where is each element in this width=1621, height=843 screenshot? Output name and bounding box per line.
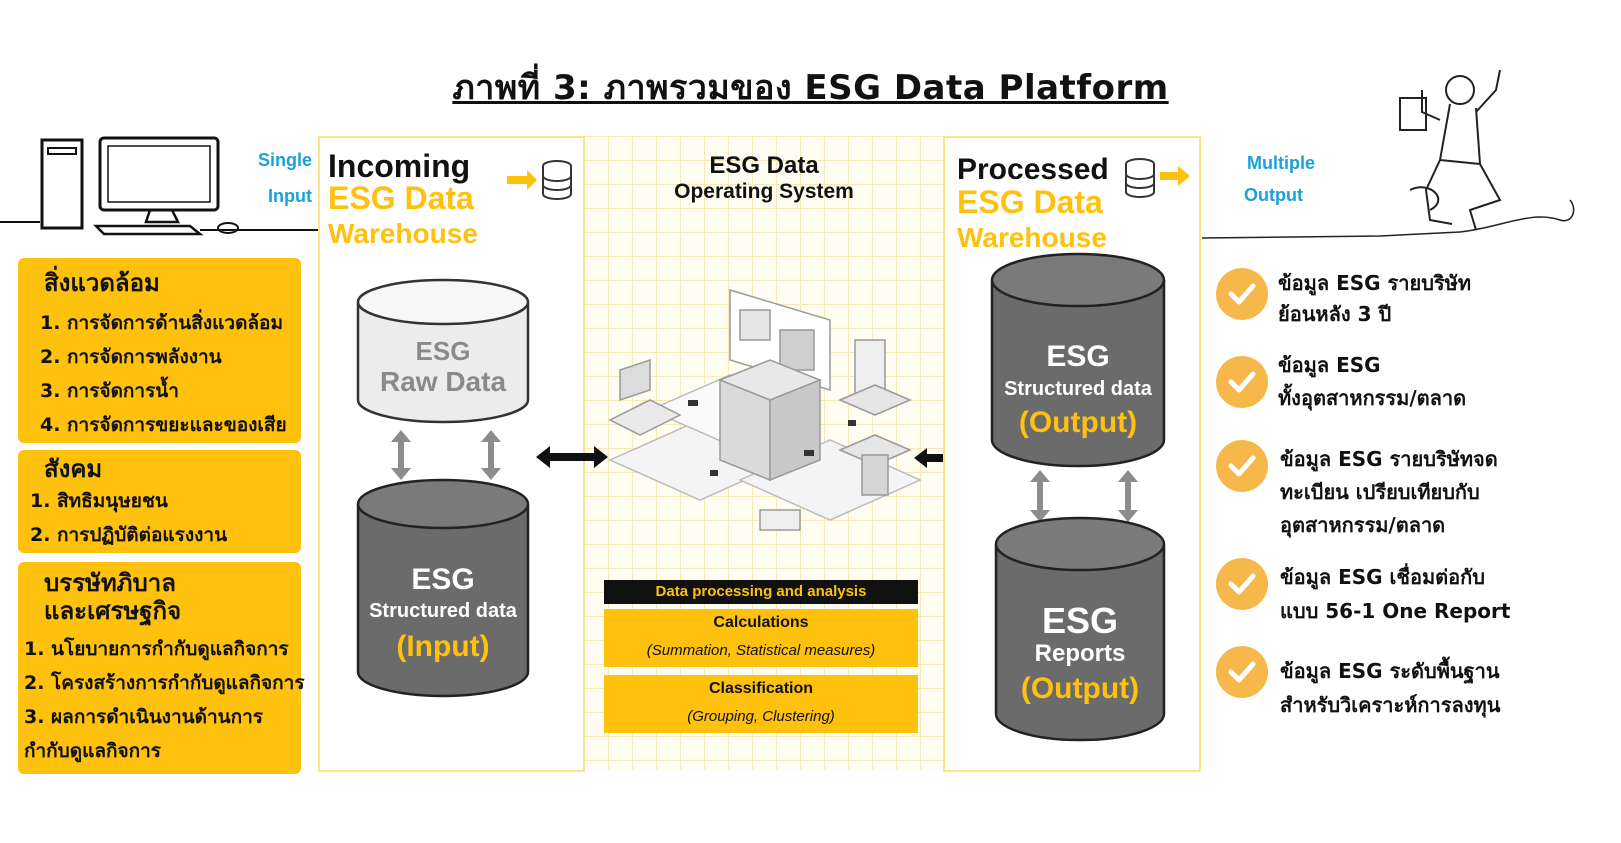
database-arrow-icon	[1125, 158, 1190, 198]
category-item: 3. การจัดการน้ำ	[40, 380, 179, 402]
output-item-1	[1216, 268, 1268, 320]
output-text-3b: ทะเบียน เปรียบเทียบกับ	[1280, 480, 1480, 504]
calculations-box: Calculations (Summation, Statistical mea…	[604, 609, 918, 667]
horizontal-double-arrow-icon	[536, 446, 608, 468]
output-text-3a: ข้อมูล ESG รายบริษัทจด	[1280, 447, 1498, 471]
output-item-3	[1216, 440, 1268, 492]
structured-input-label-1: ESG	[411, 563, 475, 596]
check-icon	[1216, 356, 1268, 408]
output-text-2a: ข้อมูล ESG	[1278, 353, 1381, 377]
structured-output-label-3: (Output)	[1018, 406, 1138, 439]
single-input-label-1: Single	[258, 150, 313, 170]
classification-subtitle: (Grouping, Clustering)	[687, 708, 835, 725]
person-sketch-icon	[1201, 69, 1575, 239]
category-item: 2. การปฏิบัติต่อแรงงาน	[30, 524, 228, 546]
category-item: 1. สิทธิมนุษยชน	[30, 490, 168, 512]
classification-box: Classification (Grouping, Clustering)	[604, 675, 918, 733]
structured-output-label-2: Structured data	[1004, 378, 1152, 400]
check-icon	[1216, 558, 1268, 610]
category-item: 2. โครงสร้างการกำกับดูแลกิจการ	[24, 672, 305, 694]
output-text-4b: แบบ 56-1 One Report	[1280, 599, 1511, 623]
output-item-4	[1216, 558, 1268, 610]
category-item: กำกับดูแลกิจการ	[24, 740, 161, 762]
output-text-5a: ข้อมูล ESG ระดับพื้นฐาน	[1280, 659, 1500, 683]
multiple-output-label-1: Multiple	[1247, 153, 1315, 173]
output-text-5b: สำหรับวิเคราะห์การลงทุน	[1280, 693, 1501, 717]
category-social-title: สังคม	[44, 455, 103, 483]
incoming-title-1: Incoming	[328, 148, 471, 184]
output-item-2	[1216, 356, 1268, 408]
os-title-2: Operating System	[674, 180, 854, 203]
category-item: 4. การจัดการขยะและของเสีย	[40, 414, 287, 436]
category-environment: สิ่งแวดล้อม 1. การจัดการด้านสิ่งแวดล้อม …	[18, 258, 301, 443]
data-processing-header: Data processing and analysis	[604, 580, 918, 604]
calculations-subtitle: (Summation, Statistical measures)	[646, 642, 876, 659]
category-item: 1. การจัดการด้านสิ่งแวดล้อม	[40, 312, 283, 334]
category-item: 1. นโยบายการกำกับดูแลกิจการ	[24, 638, 289, 660]
category-governance-title-2: และเศรษฐกิจ	[44, 597, 182, 625]
raw-data-label-2: Raw Data	[379, 366, 507, 397]
output-text-2b: ทั้งอุตสาหกรรม/ตลาด	[1278, 386, 1467, 410]
check-icon	[1216, 440, 1268, 492]
structured-input-cylinder	[356, 478, 530, 698]
classification-title: Classification	[708, 680, 814, 697]
structured-input-label-2: Structured data	[369, 600, 517, 622]
os-title-1: ESG Data	[709, 152, 819, 179]
processed-title-3: Warehouse	[957, 222, 1107, 253]
raw-data-label-1: ESG	[415, 336, 471, 366]
page-title: ภาพที่ 3: ภาพรวมของ ESG Data Platform	[452, 68, 1169, 108]
category-governance-title-1: บรรษัทภิบาล	[44, 569, 176, 597]
reports-label-2: Reports	[1034, 640, 1126, 667]
structured-output-label-1: ESG	[1046, 340, 1110, 373]
raw-data-cylinder	[356, 278, 530, 424]
category-governance: บรรษัทภิบาล และเศรษฐกิจ 1. นโยบายการกำกั…	[18, 562, 305, 774]
check-icon	[1216, 646, 1268, 698]
category-environment-title: สิ่งแวดล้อม	[44, 269, 160, 297]
processed-title-1: Processed	[957, 153, 1109, 186]
double-arrow-icon	[1030, 470, 1138, 522]
single-input-label-2: Input	[268, 186, 312, 206]
incoming-title-3: Warehouse	[328, 218, 478, 249]
multiple-output-label-2: Output	[1244, 185, 1303, 205]
incoming-title-2: ESG Data	[328, 180, 474, 216]
computer-sketch-icon	[0, 136, 320, 236]
category-social: สังคม 1. สิทธิมนุษยชน 2. การปฏิบัติต่อแร…	[18, 450, 301, 553]
isometric-platform-illustration	[608, 288, 922, 531]
category-item: 2. การจัดการพลังงาน	[40, 346, 222, 368]
calculations-title: Calculations	[713, 614, 809, 631]
structured-output-cylinder	[990, 252, 1166, 468]
output-text-1a: ข้อมูล ESG รายบริษัท	[1278, 271, 1472, 295]
output-text-3c: อุตสาหกรรม/ตลาด	[1280, 513, 1446, 537]
reports-output-cylinder	[994, 516, 1166, 742]
check-icon	[1216, 268, 1268, 320]
reports-label-1: ESG	[1041, 600, 1119, 641]
arrow-database-icon	[507, 160, 572, 200]
double-arrow-icon	[391, 430, 501, 480]
structured-input-label-3: (Input)	[396, 630, 490, 663]
output-item-5	[1216, 646, 1268, 698]
processed-title-2: ESG Data	[957, 184, 1103, 220]
output-text-1b: ย้อนหลัง 3 ปี	[1278, 302, 1392, 326]
reports-label-3: (Output)	[1020, 672, 1140, 705]
output-text-4a: ข้อมูล ESG เชื่อมต่อกับ	[1280, 565, 1485, 589]
category-item: 3. ผลการดำเนินงานด้านการ	[24, 706, 263, 728]
